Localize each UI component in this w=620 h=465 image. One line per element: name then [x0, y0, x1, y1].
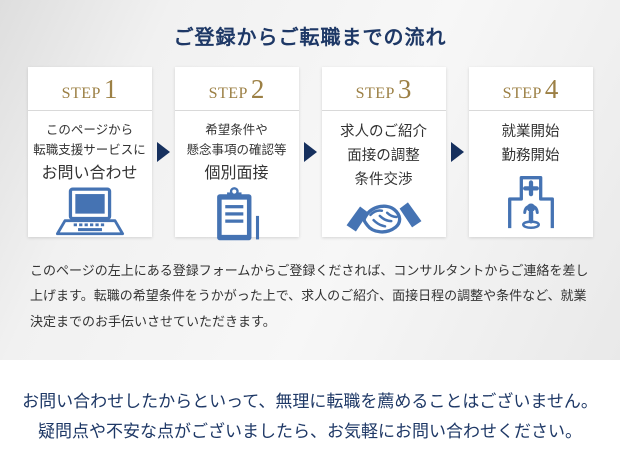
divider: [174, 110, 299, 111]
step-card-1: STEP 1 このページから 転職支援サービスに お問い合わせ: [27, 67, 152, 237]
step-label: STEP: [355, 85, 395, 102]
step-text-emphasis: 個別面接: [204, 165, 269, 182]
divider: [468, 110, 593, 111]
hospital-icon: [500, 168, 562, 230]
step-number: 4: [544, 74, 559, 104]
page-title: ご登録からご転職までの流れ: [173, 27, 447, 49]
step-2-text: 希望条件や 懸念事項の確認等 個別面接: [186, 120, 286, 187]
step-1-header: STEP 1: [62, 76, 118, 103]
step-text-line: 懸念事項の確認等: [186, 143, 287, 157]
footer-note-line-2: 疑問点や不安な点がございましたら、お気軽にお問い合わせください。: [38, 421, 582, 441]
handshake-icon: [344, 192, 424, 244]
arrow-right-icon: [156, 142, 170, 162]
step-text-line: このページから: [45, 123, 134, 137]
flow-section: ご登録からご転職までの流れ STEP 1 このページから 転職支援サービスに お…: [0, 0, 620, 360]
steps-row: STEP 1 このページから 転職支援サービスに お問い合わせ: [0, 67, 620, 241]
step-1-text: このページから 転職支援サービスに お問い合わせ: [33, 120, 146, 187]
step-text-line: 勤務開始: [501, 148, 560, 164]
step-label: STEP: [208, 85, 248, 102]
step-3-text: 求人のご紹介 面接の調整 条件交渉: [340, 120, 427, 192]
step-2-header: STEP 2: [209, 76, 265, 103]
step-card-3: STEP 3 求人のご紹介 面接の調整 条件交渉: [321, 67, 446, 237]
divider: [321, 110, 446, 111]
step-text-line: 求人のご紹介: [340, 124, 427, 140]
arrow-right-icon: [450, 142, 464, 162]
arrow-right-icon: [303, 142, 317, 162]
footer-note-line-1: お問い合わせしたからといって、無理に転職を薦めることはございません。: [22, 392, 598, 411]
flow-description: このページの左上にある登録フォームからご登録くだされば、コンサルタントからご連絡…: [30, 263, 589, 329]
step-4-header: STEP 4: [503, 76, 559, 103]
divider: [27, 110, 152, 111]
step-label: STEP: [502, 85, 542, 102]
footer-note-section: お問い合わせしたからといって、無理に転職を薦めることはございません。 疑問点や不…: [0, 360, 620, 465]
step-text-line: 転職支援サービスに: [33, 143, 146, 157]
step-text-line: 面接の調整: [347, 148, 420, 164]
step-number: 1: [103, 74, 118, 104]
step-3-header: STEP 3: [356, 76, 412, 103]
step-text-emphasis: お問い合わせ: [41, 165, 138, 182]
step-4-text: 就業開始 勤務開始: [502, 120, 560, 168]
step-card-4: STEP 4 就業開始 勤務開始: [468, 67, 593, 237]
step-number: 3: [397, 74, 412, 104]
step-text-line: 就業開始: [501, 124, 560, 140]
step-card-2: STEP 2 希望条件や 懸念事項の確認等 個別面接: [174, 67, 299, 241]
laptop-icon: [55, 187, 125, 237]
step-text-line: 条件交渉: [354, 172, 413, 188]
step-number: 2: [250, 74, 265, 104]
step-text-line: 希望条件や: [205, 123, 268, 137]
step-label: STEP: [61, 85, 101, 102]
clipboard-icon: [211, 187, 263, 243]
